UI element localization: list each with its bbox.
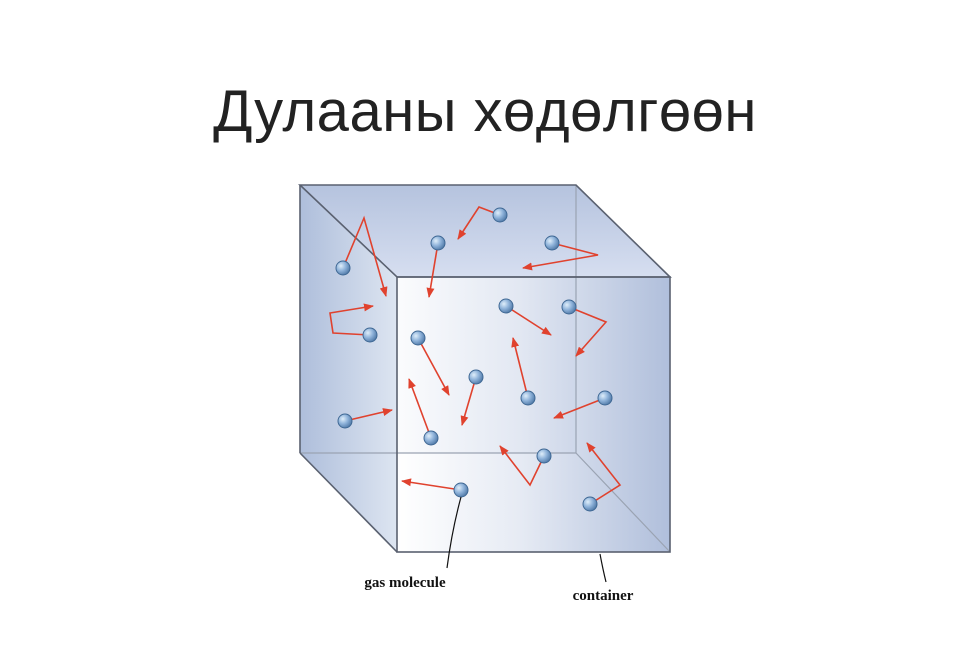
gas-molecule: [453, 482, 469, 498]
container-label: container: [573, 588, 634, 604]
trajectory-arrow: [426, 242, 439, 298]
gas-molecule: [337, 413, 353, 429]
trajectory-arrow: [511, 337, 529, 399]
trajectory-arrow: [344, 408, 393, 422]
trajectory-arrow: [522, 242, 599, 271]
gas-molecule: [544, 235, 560, 251]
gas-molecule: [520, 390, 536, 406]
molecules: [335, 207, 613, 512]
trajectory-arrow: [408, 378, 432, 439]
gas-molecule: [582, 496, 598, 512]
trajectory-arrow: [342, 215, 388, 297]
gas-molecule: [410, 330, 426, 346]
trajectory-arrow: [460, 376, 477, 426]
gas-molecule: [498, 298, 514, 314]
leader-lines: [446, 496, 607, 583]
trajectory-arrow: [499, 445, 545, 487]
gas-molecule: [492, 207, 508, 223]
box-top-face: [300, 185, 670, 277]
gas-molecule: [561, 299, 577, 315]
molecule-paths: [329, 206, 622, 505]
trajectory-arrow: [568, 306, 608, 357]
gas-molecule: [536, 448, 552, 464]
trajectory-arrow: [401, 478, 462, 491]
container-leader: [599, 553, 607, 583]
page-title: Дулааны хөдөлгөөн: [213, 79, 757, 144]
gas-molecule: [423, 430, 439, 446]
box-edges: [297, 184, 672, 553]
box-front-face: [397, 277, 670, 552]
gas-molecule: [430, 235, 446, 251]
trajectory-arrow: [417, 337, 450, 396]
gas-molecule: [362, 327, 378, 343]
trajectory-arrow: [505, 305, 552, 336]
gas-molecule: [597, 390, 613, 406]
gas-molecule: [468, 369, 484, 385]
box-left-face: [300, 185, 397, 552]
trajectory-arrow: [329, 303, 374, 336]
trajectory-arrow: [586, 442, 622, 505]
gas-molecule-leader: [446, 496, 462, 569]
box-hidden-edges: [300, 185, 671, 553]
gas-molecule: [335, 260, 351, 276]
trajectory-arrow: [553, 397, 606, 419]
gas-molecule-label: gas molecule: [364, 575, 446, 591]
